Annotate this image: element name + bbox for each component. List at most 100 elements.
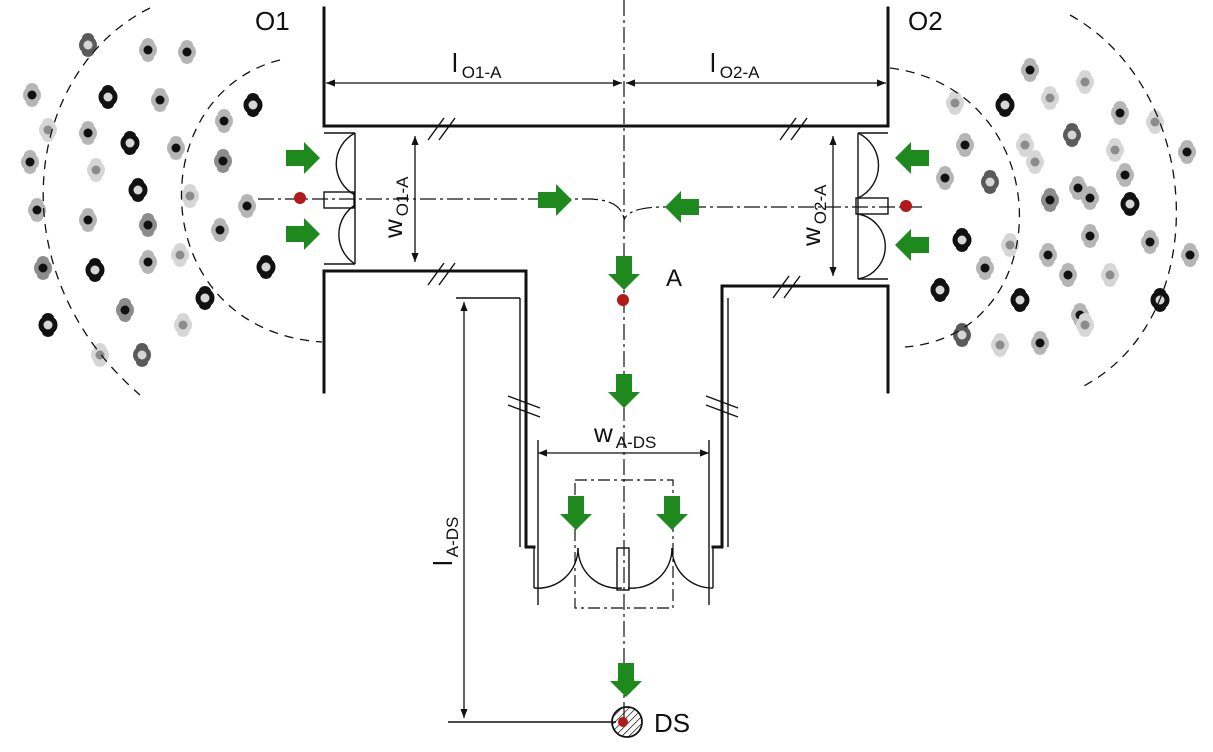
green-arrow-icon bbox=[608, 256, 640, 290]
node-o1 bbox=[294, 192, 306, 204]
pedestrian-icon bbox=[1178, 140, 1196, 164]
pedestrian-icon bbox=[1146, 110, 1164, 134]
node-o2 bbox=[900, 200, 912, 212]
node-ds bbox=[618, 717, 628, 727]
pedestrian-icon bbox=[976, 256, 994, 280]
break-marks bbox=[427, 117, 808, 418]
pedestrian-icon bbox=[1069, 176, 1087, 200]
pedestrian-icon bbox=[953, 323, 971, 347]
pedestrian-icon bbox=[1081, 224, 1099, 248]
pedestrian-icon bbox=[243, 93, 263, 117]
green-arrow-icon bbox=[895, 142, 929, 174]
wall-top bbox=[322, 6, 890, 128]
pedestrian-icon bbox=[981, 170, 999, 194]
dimensions bbox=[326, 79, 886, 723]
label-w-a-ds-main: w bbox=[593, 418, 613, 448]
label-o2: O2 bbox=[908, 6, 943, 36]
pedestrian-icon bbox=[85, 258, 105, 282]
pedestrian-icon bbox=[1120, 192, 1140, 216]
pedestrian-icon bbox=[1076, 313, 1094, 337]
pedestrian-icon bbox=[256, 255, 276, 279]
pedestrian-icon bbox=[98, 85, 118, 109]
pedestrian-icon bbox=[28, 198, 46, 222]
pedestrian-icon bbox=[34, 256, 52, 280]
pedestrian-icon bbox=[1063, 123, 1081, 147]
label-l-o1-a-sub: O1-A bbox=[462, 63, 502, 82]
green-arrow-icon bbox=[610, 663, 642, 697]
pedestrian-icon bbox=[87, 158, 105, 182]
green-arrow-icon bbox=[608, 374, 640, 408]
node-a bbox=[617, 294, 629, 306]
label-l-o1-a-main: l bbox=[452, 48, 458, 78]
pedestrian-icon bbox=[79, 33, 97, 57]
label-w-o2-a-sub: O2-A bbox=[811, 184, 830, 224]
pedestrian-icon bbox=[21, 150, 39, 174]
label-l-a-ds-main: l bbox=[428, 560, 458, 566]
label-ds: DS bbox=[654, 708, 690, 738]
label-l-a-ds: l A-DS bbox=[428, 517, 462, 566]
pedestrian-icon bbox=[1039, 243, 1057, 267]
pedestrian-icon bbox=[171, 243, 189, 267]
flow-axes bbox=[258, 0, 922, 722]
pedestrian-icon bbox=[1059, 263, 1077, 287]
crowd-right bbox=[930, 58, 1199, 357]
pedestrian-icon bbox=[1016, 133, 1034, 157]
green-arrow-icon bbox=[286, 142, 320, 174]
label-o1: O1 bbox=[255, 6, 290, 36]
label-w-o2-a: w O2-A bbox=[796, 184, 830, 247]
pedestrian-icon bbox=[1010, 288, 1030, 312]
pedestrian-icon bbox=[238, 194, 256, 218]
pedestrian-icon bbox=[38, 313, 58, 337]
pedestrian-icon bbox=[1181, 243, 1199, 267]
pedestrian-icon bbox=[174, 313, 192, 337]
pedestrian-icon bbox=[936, 166, 954, 190]
pedestrian-icon bbox=[1116, 163, 1134, 187]
label-w-o2-a-main: w bbox=[796, 227, 826, 247]
nodes bbox=[294, 192, 912, 727]
label-a: A bbox=[666, 265, 682, 292]
pedestrian-icon bbox=[91, 343, 109, 367]
pedestrian-icon bbox=[139, 213, 157, 237]
pedestrian-icon bbox=[133, 343, 151, 367]
pedestrian-icon bbox=[178, 40, 196, 64]
green-arrow-icon bbox=[665, 191, 699, 223]
label-l-a-ds-sub: A-DS bbox=[443, 517, 462, 558]
crowd-boundary-right-outer bbox=[1069, 14, 1177, 389]
crowd-boundary-left-inner bbox=[180, 59, 323, 343]
green-arrow-icon bbox=[895, 229, 929, 261]
pedestrian-icon bbox=[195, 286, 215, 310]
label-w-a-ds-sub: A-DS bbox=[616, 433, 657, 452]
pedestrian-icon bbox=[995, 93, 1015, 117]
pedestrian-icon bbox=[1001, 233, 1019, 257]
green-arrow-icon bbox=[538, 184, 572, 216]
pedestrian-icon bbox=[930, 278, 950, 302]
pedestrian-icon bbox=[946, 91, 964, 115]
pedestrian-icon bbox=[952, 228, 972, 252]
pedestrian-icon bbox=[167, 136, 185, 160]
flow-arrows bbox=[286, 142, 929, 697]
label-l-o2-a-sub: O2-A bbox=[720, 63, 760, 82]
label-w-o1-a: wO1-A bbox=[378, 176, 412, 239]
pedestrian-icon bbox=[116, 298, 134, 322]
pedestrian-icon bbox=[215, 109, 233, 133]
pedestrian-icon bbox=[139, 250, 157, 274]
pedestrian-icon bbox=[1106, 138, 1124, 162]
pedestrian-icon bbox=[23, 83, 41, 107]
pedestrian-icon bbox=[214, 149, 232, 173]
pedestrian-icon bbox=[1141, 230, 1159, 254]
pedestrian-icon bbox=[1111, 101, 1129, 125]
pedestrian-icon bbox=[120, 131, 140, 155]
pedestrian-icon bbox=[956, 133, 974, 157]
pedestrian-icon bbox=[1026, 150, 1044, 174]
green-arrow-icon bbox=[286, 218, 320, 250]
wall-bottom-right bbox=[711, 284, 890, 549]
label-w-o1-a-main: w bbox=[378, 219, 408, 239]
pedestrian-icon bbox=[128, 178, 148, 202]
pedestrian-icon bbox=[1041, 188, 1059, 212]
crowd-left bbox=[21, 33, 276, 367]
pedestrian-icon bbox=[1041, 86, 1059, 110]
